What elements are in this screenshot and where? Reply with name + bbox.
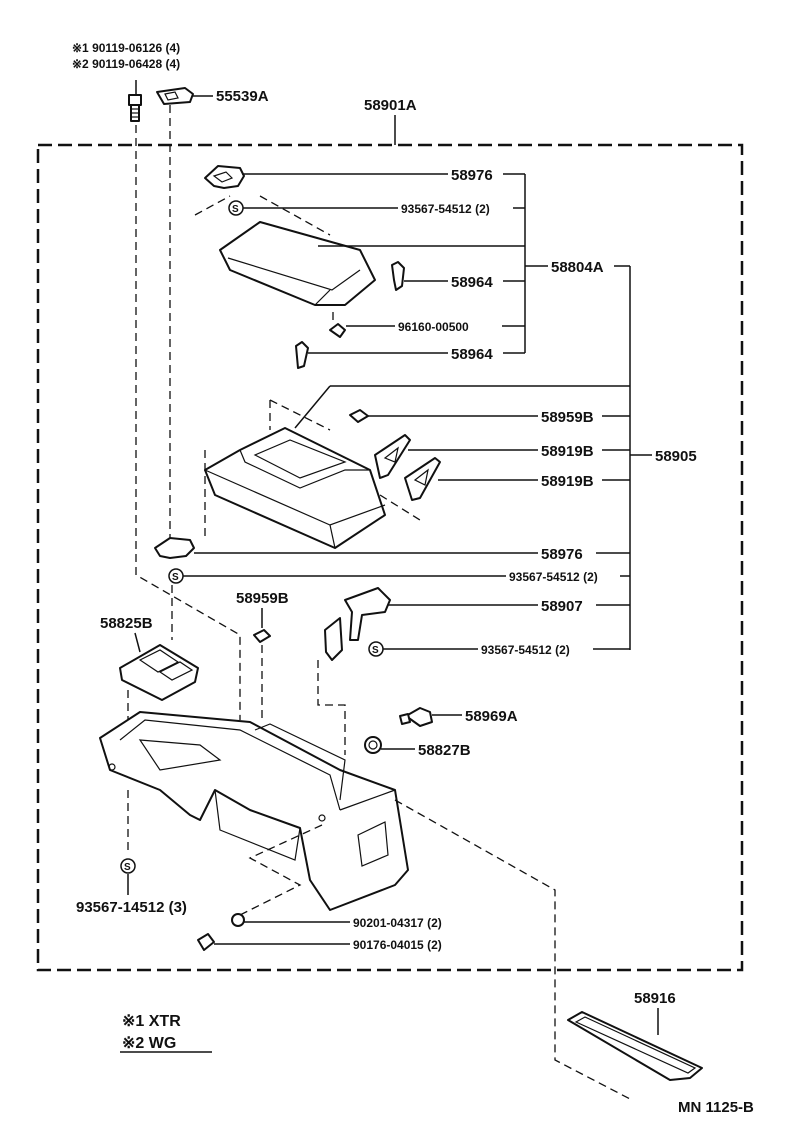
bracket-58907-icon — [324, 587, 391, 661]
label-58959B-b: 58959B — [236, 590, 289, 607]
grommet-58827B-icon — [364, 736, 382, 754]
label-58916: 58916 — [634, 990, 676, 1007]
hinge-58964-upper-icon — [391, 261, 405, 291]
svg-text:S: S — [124, 862, 131, 873]
mat-58916-icon — [567, 1011, 703, 1081]
bolt-90176-icon — [197, 933, 215, 951]
label-93567-14512: 93567-14512 (3) — [76, 899, 187, 916]
pad-58959B-upper-icon — [349, 409, 369, 423]
label-58825B: 58825B — [100, 615, 153, 632]
label-96160-00500: 96160-00500 — [398, 320, 469, 334]
label-58976-b: 58976 — [541, 546, 583, 563]
label-90201-04317: 90201-04317 (2) — [353, 916, 442, 930]
bracket-58919B-a-icon — [374, 434, 411, 479]
bracket-58919B-b-icon — [404, 457, 441, 501]
pad-58959B-lower-icon — [253, 629, 271, 643]
console-base-icon — [99, 711, 409, 911]
label-58907: 58907 — [541, 598, 583, 615]
seal-icon-middle: S — [168, 568, 184, 584]
legend-row-2: ※2 WG — [122, 1035, 176, 1052]
label-58919B-b: 58919B — [541, 473, 594, 490]
label-90176-04015: 90176-04015 (2) — [353, 938, 442, 952]
seal-icon-upper: S — [228, 200, 244, 216]
label-55539A: 55539A — [216, 88, 269, 105]
note-1-bolt: ※1 90119-06126 (4) — [72, 41, 180, 55]
label-58959B-a: 58959B — [541, 409, 594, 426]
label-58919B-a: 58919B — [541, 443, 594, 460]
label-58901A: 58901A — [364, 97, 417, 114]
label-93567-54512-a: 93567-54512 (2) — [401, 202, 490, 216]
label-58964-a: 58964 — [451, 274, 493, 291]
nut-90201-icon — [231, 913, 245, 927]
diagram-code: MN 1125-B — [678, 1099, 754, 1116]
label-93567-54512-c: 93567-54512 (2) — [481, 643, 570, 657]
plug-58969A-icon — [399, 707, 433, 727]
seal-icon-bottom: S — [120, 858, 136, 874]
svg-text:S: S — [172, 572, 179, 583]
armrest-lid-icon — [219, 221, 376, 306]
svg-text:S: S — [232, 204, 239, 215]
legend-row-1: ※1 XTR — [122, 1013, 181, 1030]
bracket-58976-lower-icon — [154, 537, 195, 559]
clip-55539A-icon — [156, 87, 194, 105]
label-58969A: 58969A — [465, 708, 518, 725]
tray-58825B-icon — [119, 644, 199, 701]
label-58905: 58905 — [655, 448, 697, 465]
bracket-58976-upper-icon — [204, 165, 245, 189]
label-93567-54512-b: 93567-54512 (2) — [509, 570, 598, 584]
assembly-boundary — [36, 143, 744, 972]
label-58827B: 58827B — [418, 742, 471, 759]
label-58964-b: 58964 — [451, 346, 493, 363]
label-58976-top: 58976 — [451, 167, 493, 184]
hinge-58964-lower-icon — [295, 341, 309, 369]
seal-icon-58907: S — [368, 641, 384, 657]
clip-96160-icon — [329, 323, 346, 338]
svg-text:S: S — [372, 645, 379, 656]
bolt-icon — [128, 94, 142, 122]
console-upper-box-icon — [204, 427, 386, 549]
label-58804A: 58804A — [551, 259, 604, 276]
note-2-bolt: ※2 90119-06428 (4) — [72, 57, 180, 71]
